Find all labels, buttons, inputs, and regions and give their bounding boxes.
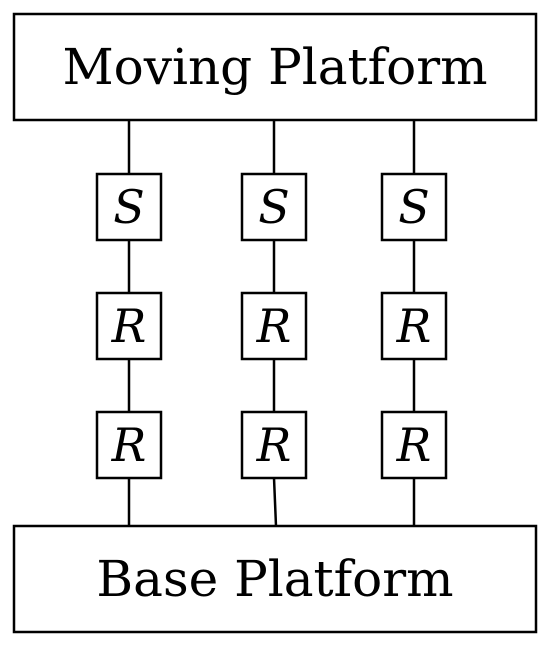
- joint-label: R: [396, 299, 432, 353]
- leg-3-revolute-joint-upper: R: [380, 291, 448, 361]
- joint-label: S: [398, 180, 430, 234]
- leg-1-revolute-joint-lower: R: [95, 410, 163, 480]
- leg-3: S R R: [380, 172, 448, 480]
- joint-label: R: [256, 418, 292, 472]
- moving-platform-label: Moving Platform: [62, 38, 487, 96]
- leg-1: S R R: [95, 172, 163, 480]
- joint-label: S: [113, 180, 145, 234]
- leg-1-spherical-joint: S: [95, 172, 163, 242]
- moving-platform: Moving Platform: [12, 12, 538, 122]
- leg-1-revolute-joint-upper: R: [95, 291, 163, 361]
- joint-label: R: [396, 418, 432, 472]
- leg-2: S R R: [240, 172, 308, 480]
- leg-2-spherical-joint: S: [240, 172, 308, 242]
- leg-3-spherical-joint: S: [380, 172, 448, 242]
- leg-2-link-bottom: [272, 477, 278, 527]
- joint-label: R: [256, 299, 292, 353]
- joint-label: S: [258, 180, 290, 234]
- base-platform: Base Platform: [12, 524, 538, 634]
- leg-2-revolute-joint-upper: R: [240, 291, 308, 361]
- joint-label: R: [111, 418, 147, 472]
- leg-3-revolute-joint-lower: R: [380, 410, 448, 480]
- joint-label: R: [111, 299, 147, 353]
- leg-2-revolute-joint-lower: R: [240, 410, 308, 480]
- base-platform-label: Base Platform: [96, 550, 453, 608]
